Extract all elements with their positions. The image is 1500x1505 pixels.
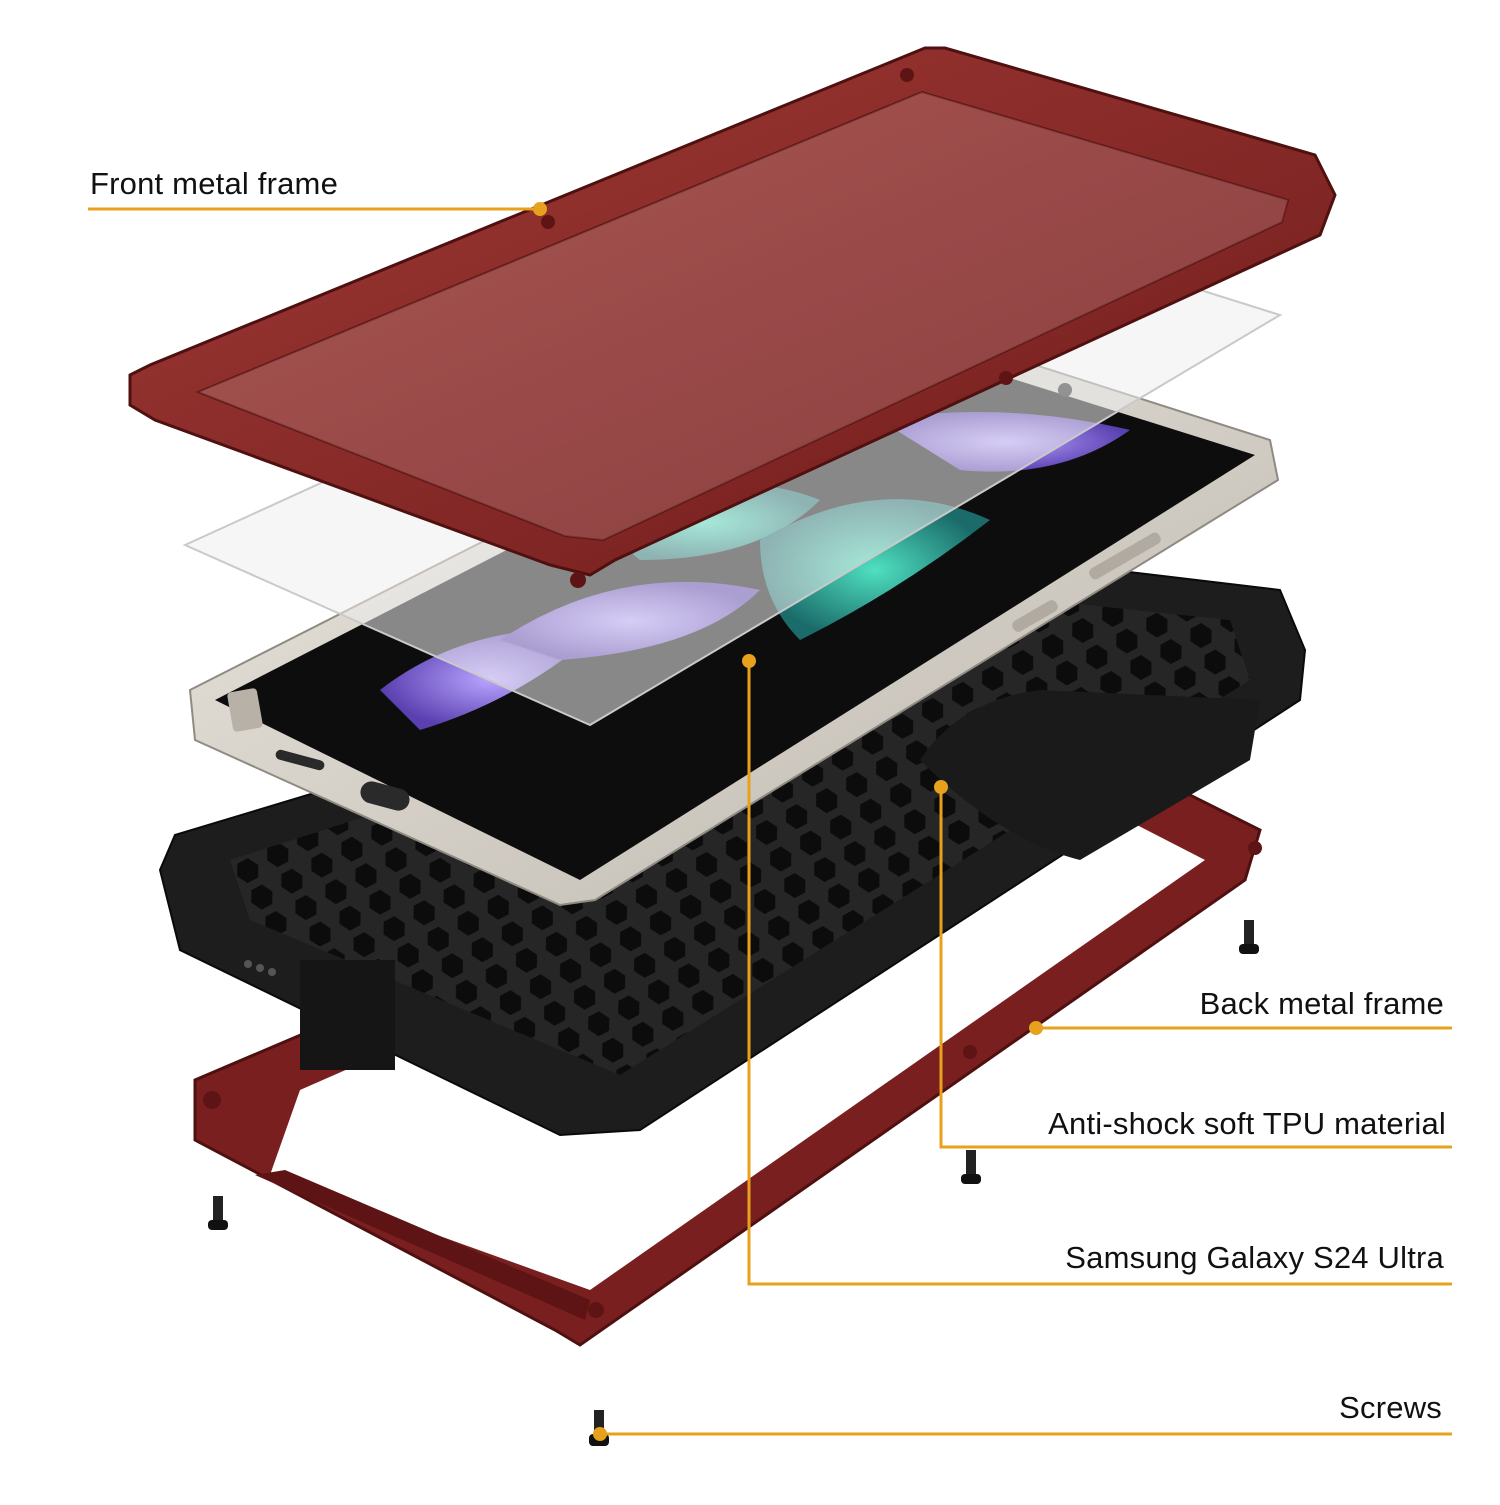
callout-front-metal-frame [88,202,547,216]
label-tpu-material: Anti-shock soft TPU material [1048,1106,1446,1141]
callout-back-metal-frame [1029,1021,1452,1035]
callout-lines [88,202,1452,1441]
label-back-metal-frame: Back metal frame [1199,986,1444,1021]
tpu-case [158,563,1307,1137]
callout-screws [593,1427,1452,1441]
label-screws: Screws [1339,1390,1442,1425]
callout-tpu-material [934,780,1452,1149]
screw [961,1150,981,1184]
label-phone-model: Samsung Galaxy S24 Ultra [1065,1240,1444,1275]
front-metal-frame [128,46,1337,588]
screw [208,1196,228,1230]
screw [1239,920,1259,954]
label-front-metal-frame: Front metal frame [90,166,339,201]
callout-phone [742,654,1452,1286]
